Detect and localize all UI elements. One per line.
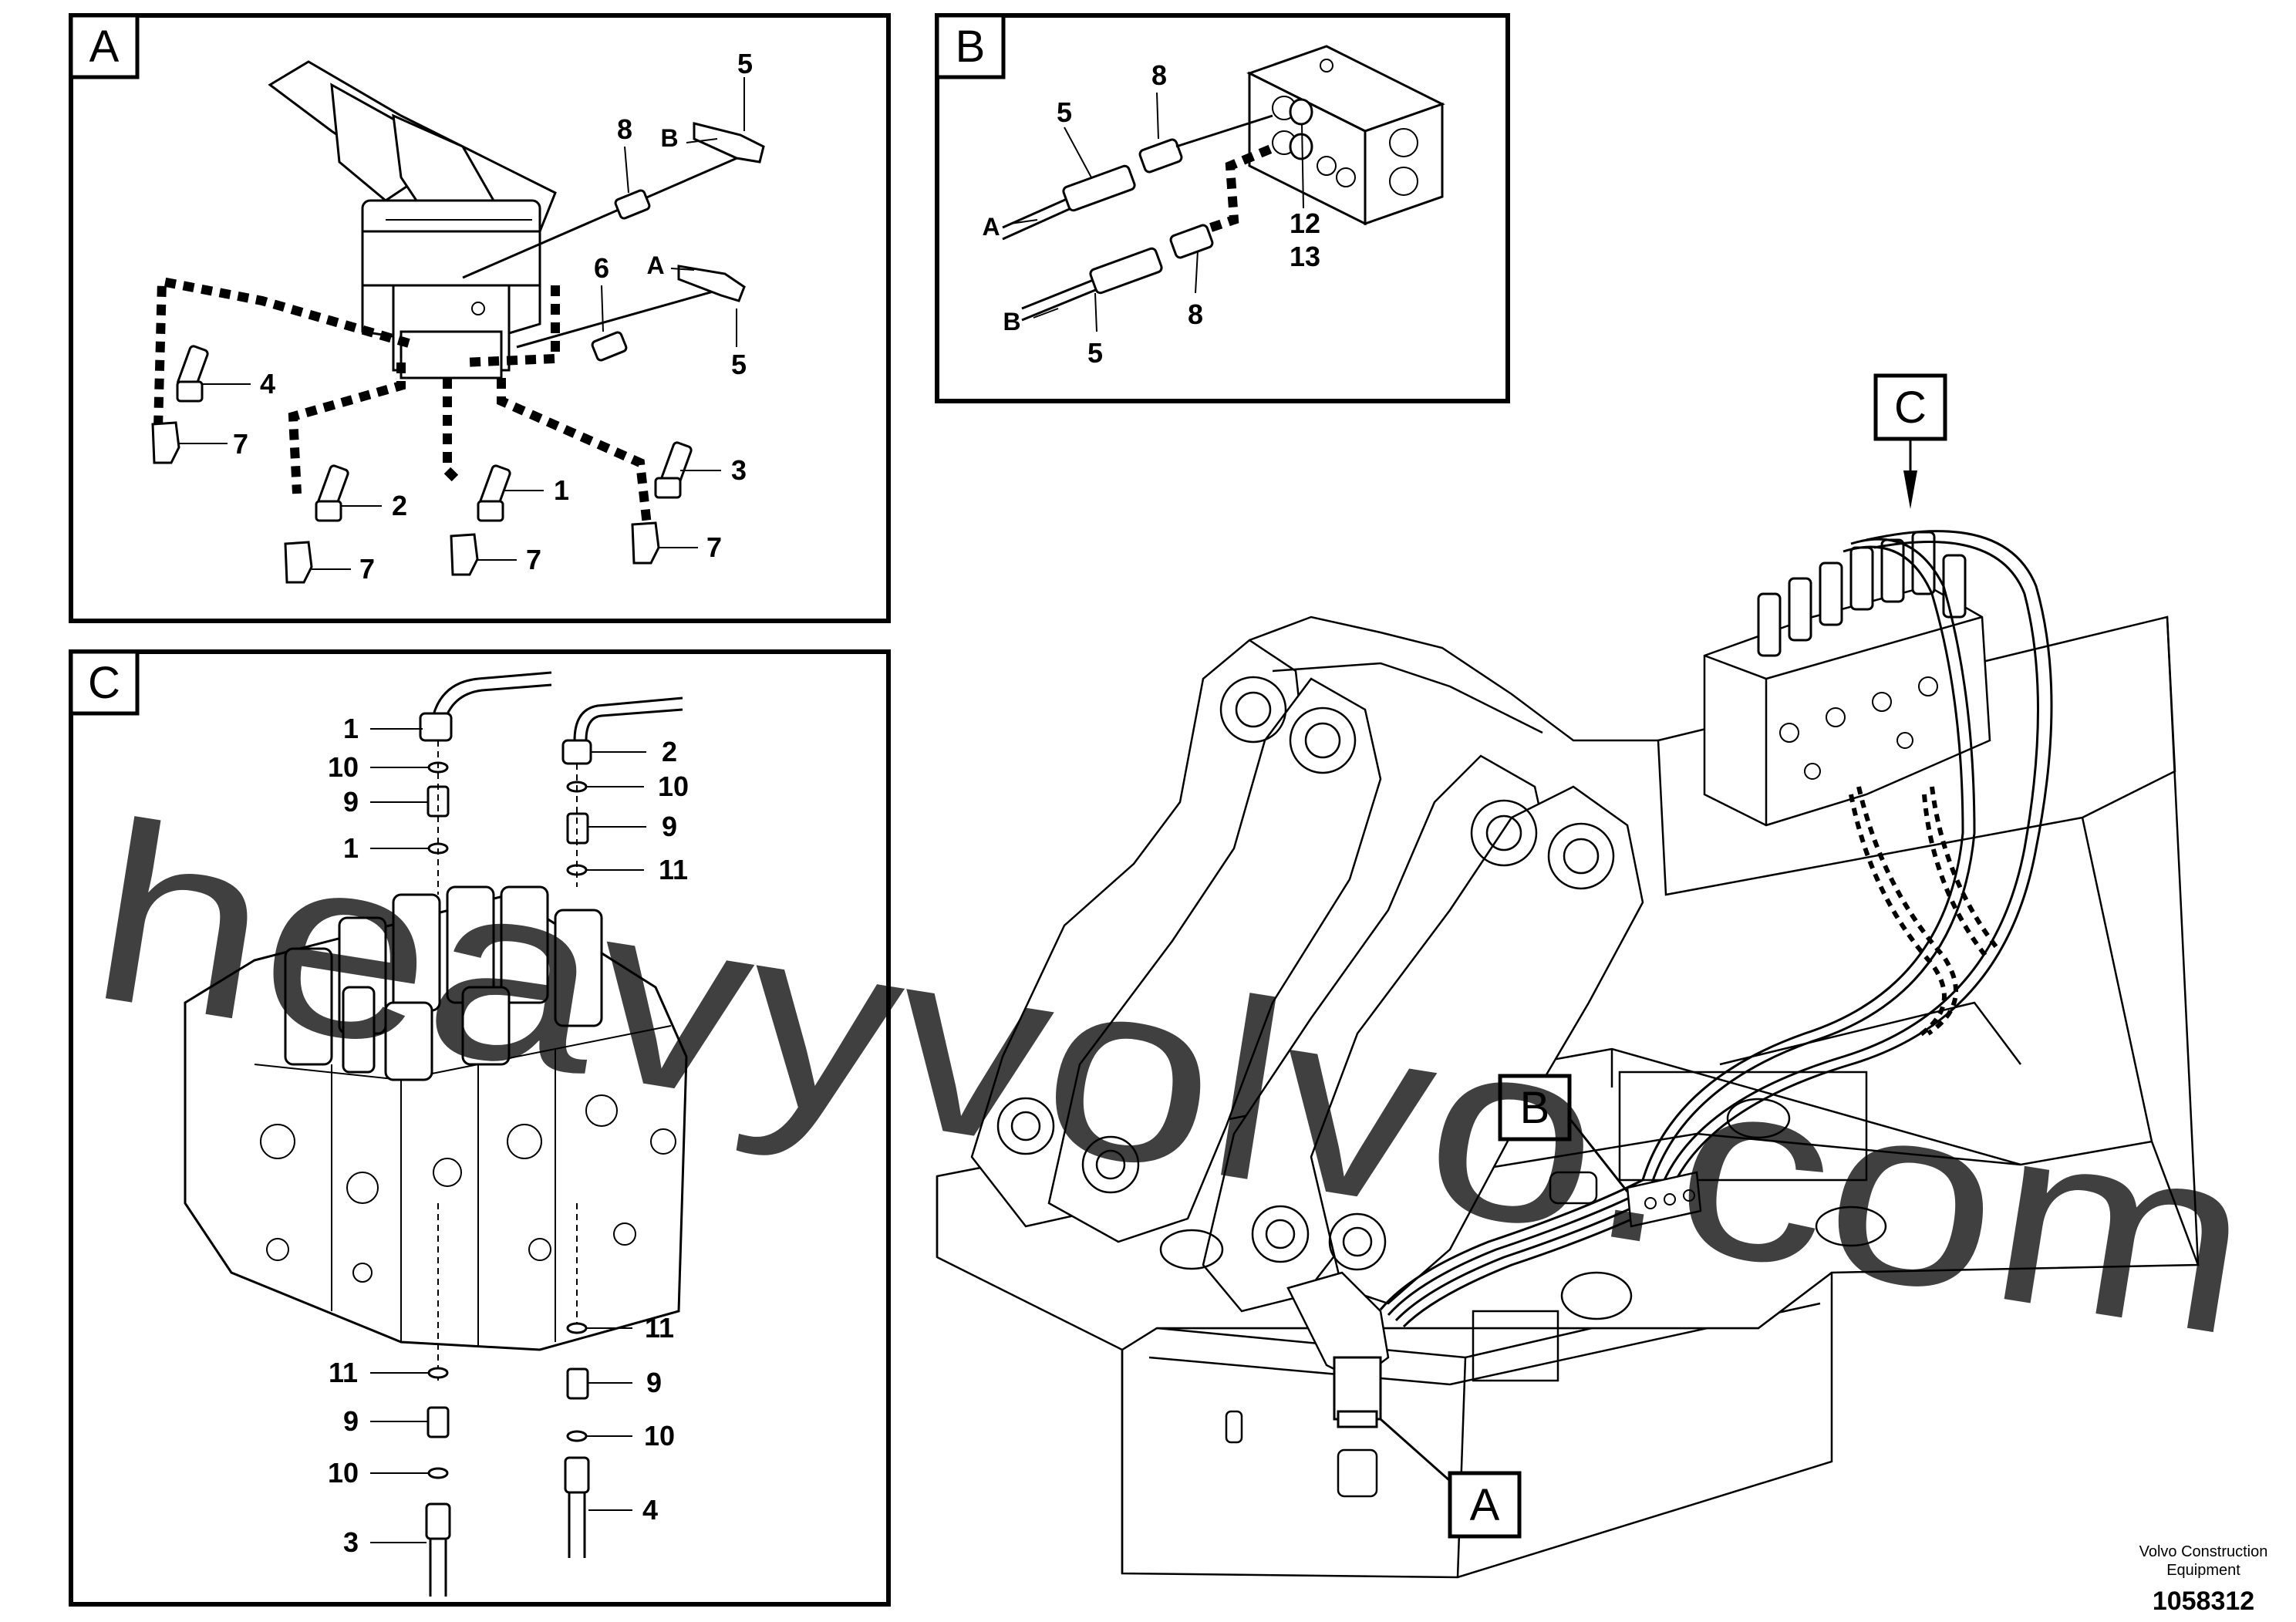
callout-c: C (1873, 373, 1947, 509)
item-8-top: 8 (1151, 59, 1167, 91)
panel-c: C (69, 649, 891, 1607)
machine-frame-drawing (936, 615, 2200, 1579)
item-9-bottom-right: 9 (646, 1367, 662, 1398)
fitting-1 (477, 464, 511, 522)
item-8-bottom: 8 (1188, 298, 1203, 330)
seal-12-upper (1289, 98, 1313, 126)
item-7-a: 7 (359, 553, 375, 585)
item-9-bottom-left: 9 (343, 1405, 359, 1437)
item-4: 4 (260, 368, 275, 400)
item-5-mid: 5 (731, 349, 747, 380)
item-2: 2 (392, 490, 407, 521)
company-name-line2: Equipment (2166, 1562, 2240, 1579)
item-3: 3 (731, 454, 747, 486)
pilot-hose-routing (1379, 530, 2053, 1328)
panel-a: A (69, 13, 891, 623)
item-11-bottom-right: 11 (645, 1312, 674, 1344)
item-3: 3 (343, 1526, 359, 1558)
item-9-top-left: 9 (343, 786, 359, 818)
fitting-2 (315, 464, 349, 522)
item-10-top-right: 10 (658, 771, 689, 802)
hose-label-a: A (646, 251, 664, 279)
item-10-bottom-left: 10 (328, 1457, 359, 1489)
item-12: 12 (1290, 207, 1320, 239)
hose-label-b: B (660, 124, 678, 152)
item-13: 13 (1290, 241, 1320, 272)
pedal-valve-on-machine (1286, 1271, 1390, 1428)
item-11-bottom-left: 11 (329, 1357, 358, 1388)
cap-7-left (151, 421, 180, 464)
item-1-mid: 1 (343, 832, 359, 864)
seal-12-lower (1289, 133, 1313, 160)
main-control-valve-drawing (1703, 531, 1991, 827)
junction-block-on-machine (1626, 1171, 1702, 1228)
cap-7-b (450, 533, 479, 576)
fitting-4 (176, 345, 209, 403)
item-10-bottom-right: 10 (644, 1420, 675, 1452)
fitting-3 (654, 441, 693, 499)
item-2: 2 (662, 736, 677, 767)
panel-a-label: A (89, 22, 120, 72)
panel-b: B (935, 13, 1510, 403)
item-7-left: 7 (233, 428, 248, 460)
callout-b-label: B (1520, 1083, 1550, 1133)
item-5-top: 5 (1057, 96, 1072, 128)
hose-label-a: A (982, 213, 1000, 241)
hose-label-b: B (1003, 308, 1020, 336)
document-number: 1058312 (2153, 1587, 2254, 1616)
item-8: 8 (617, 113, 632, 145)
control-valve-body (184, 885, 688, 1351)
callout-c-label: C (1894, 383, 1927, 433)
pedal-valve-body (268, 60, 557, 379)
item-5-top: 5 (737, 48, 753, 79)
item-5-bottom: 5 (1087, 337, 1103, 369)
item-1: 1 (554, 474, 569, 506)
company-name-line1: Volvo Construction (2139, 1543, 2268, 1560)
cap-7-c (631, 521, 660, 565)
callout-a: A (1380, 1418, 1522, 1539)
cap-7-a (284, 541, 313, 584)
item-10-top-left: 10 (328, 751, 359, 783)
item-7-b: 7 (526, 544, 541, 575)
item-1-top: 1 (343, 713, 359, 744)
item-4: 4 (642, 1494, 658, 1526)
item-11-top-right: 11 (659, 854, 688, 885)
item-7-c: 7 (706, 531, 722, 563)
panel-b-label: B (956, 22, 986, 72)
callout-a-label: A (1470, 1480, 1500, 1530)
panel-c-label: C (88, 658, 120, 708)
callout-b: B (1498, 1074, 1629, 1192)
item-6: 6 (594, 252, 609, 284)
item-9-top-right: 9 (662, 811, 677, 842)
